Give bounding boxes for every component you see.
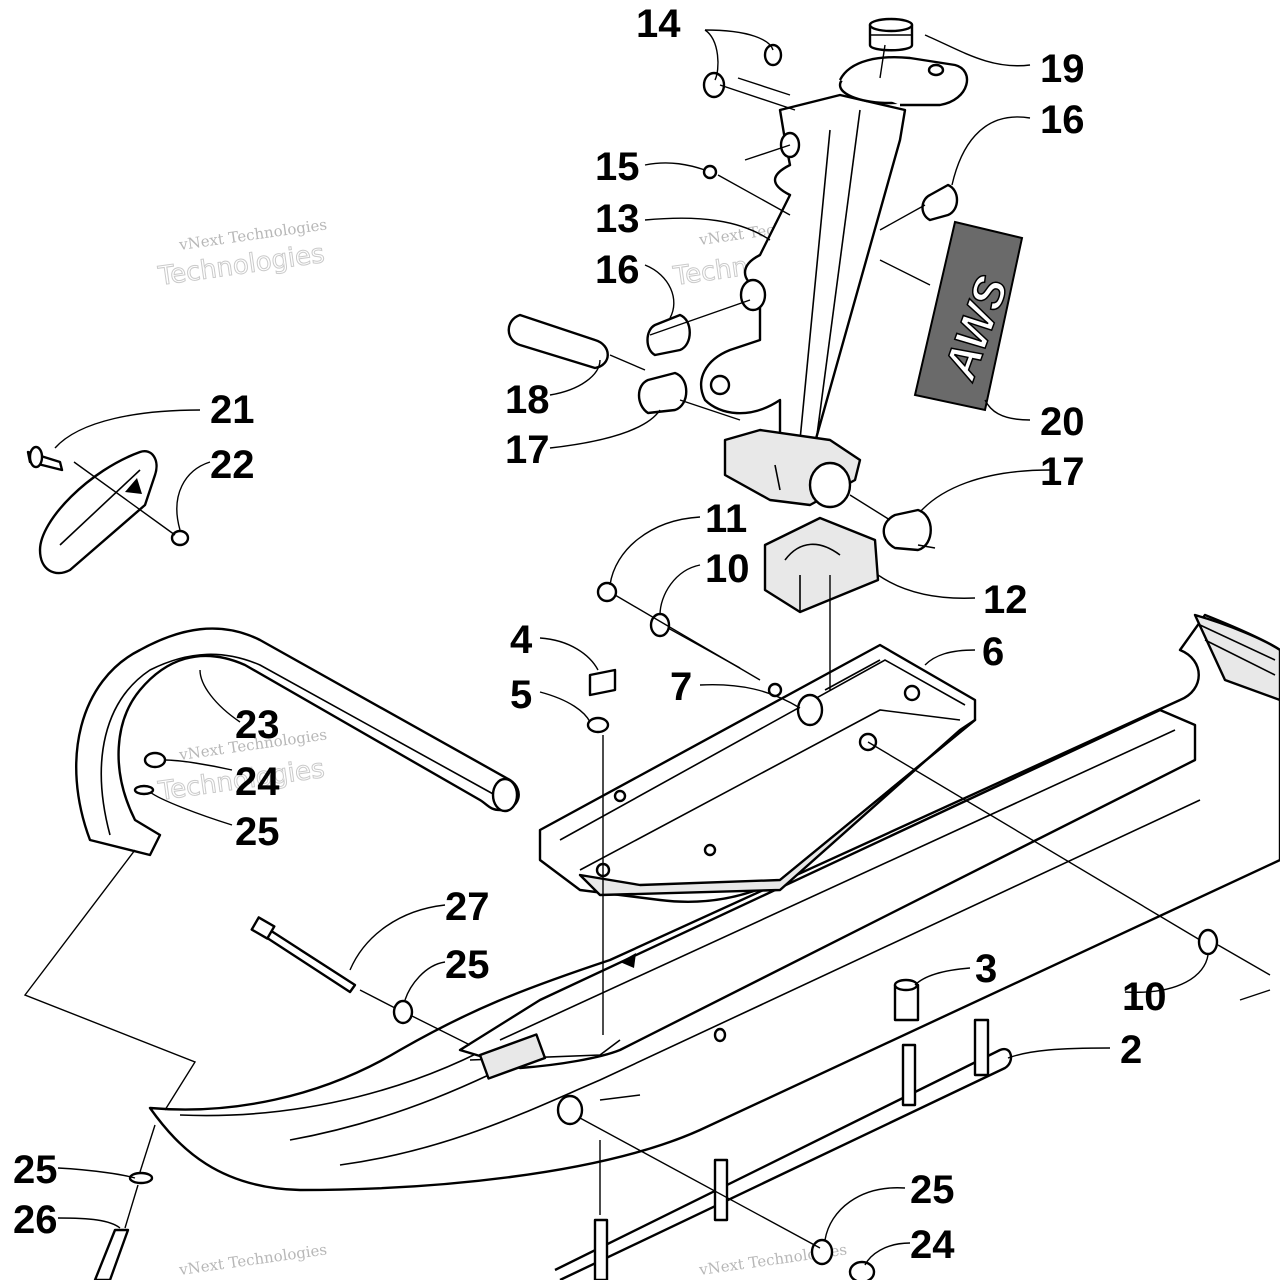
aws-decal: AWS	[913, 220, 1024, 412]
callout-16: 16	[595, 248, 640, 292]
leader-lines	[54, 29, 1209, 1266]
callout-25: 25	[910, 1168, 955, 1212]
callout-17: 17	[1040, 450, 1085, 494]
callout-4: 4	[510, 618, 533, 662]
callout-19: 19	[1040, 47, 1085, 91]
spindle	[700, 56, 969, 509]
bolts	[93, 916, 357, 1280]
saddle-bracket	[538, 643, 977, 903]
callout-3: 3	[975, 947, 997, 991]
cap	[868, 17, 914, 52]
small-parts	[128, 43, 1219, 1280]
saddle-block	[763, 516, 880, 614]
callout-16: 16	[1040, 98, 1085, 142]
callout-15: 15	[595, 145, 640, 189]
ski	[148, 613, 1280, 1192]
arrow-marker	[620, 953, 636, 968]
ski-handle	[75, 627, 520, 857]
callout-20: 20	[1040, 400, 1085, 444]
callout-23: 23	[235, 703, 280, 747]
callout-7: 7	[670, 665, 692, 709]
callout-14: 14	[636, 2, 681, 46]
callout-5: 5	[510, 673, 532, 717]
guide-lines	[23, 44, 1271, 1249]
callouts: 14 19 16 15 13 16 18 20 17 21 22 17 11 1…	[13, 2, 1167, 1267]
callout-25: 25	[445, 943, 490, 987]
wear-bar	[554, 1018, 1013, 1280]
callout-10: 10	[705, 547, 750, 591]
callout-21: 21	[210, 388, 255, 432]
callout-22: 22	[210, 443, 255, 487]
callout-27: 27	[445, 885, 490, 929]
callout-26: 26	[13, 1198, 58, 1242]
callout-17: 17	[505, 428, 550, 472]
callout-24: 24	[235, 760, 280, 804]
callout-13: 13	[595, 197, 640, 241]
callout-12: 12	[983, 578, 1028, 622]
watermark-text: vNext Technologies	[177, 1240, 328, 1279]
callout-25: 25	[235, 810, 280, 854]
callout-11: 11	[705, 497, 747, 541]
callout-24: 24	[910, 1223, 955, 1267]
callout-18: 18	[505, 378, 550, 422]
callout-2: 2	[1120, 1028, 1142, 1072]
callout-6: 6	[982, 630, 1004, 674]
callout-25: 25	[13, 1148, 58, 1192]
bumper-bracket	[26, 445, 190, 575]
callout-10: 10	[1122, 975, 1167, 1019]
